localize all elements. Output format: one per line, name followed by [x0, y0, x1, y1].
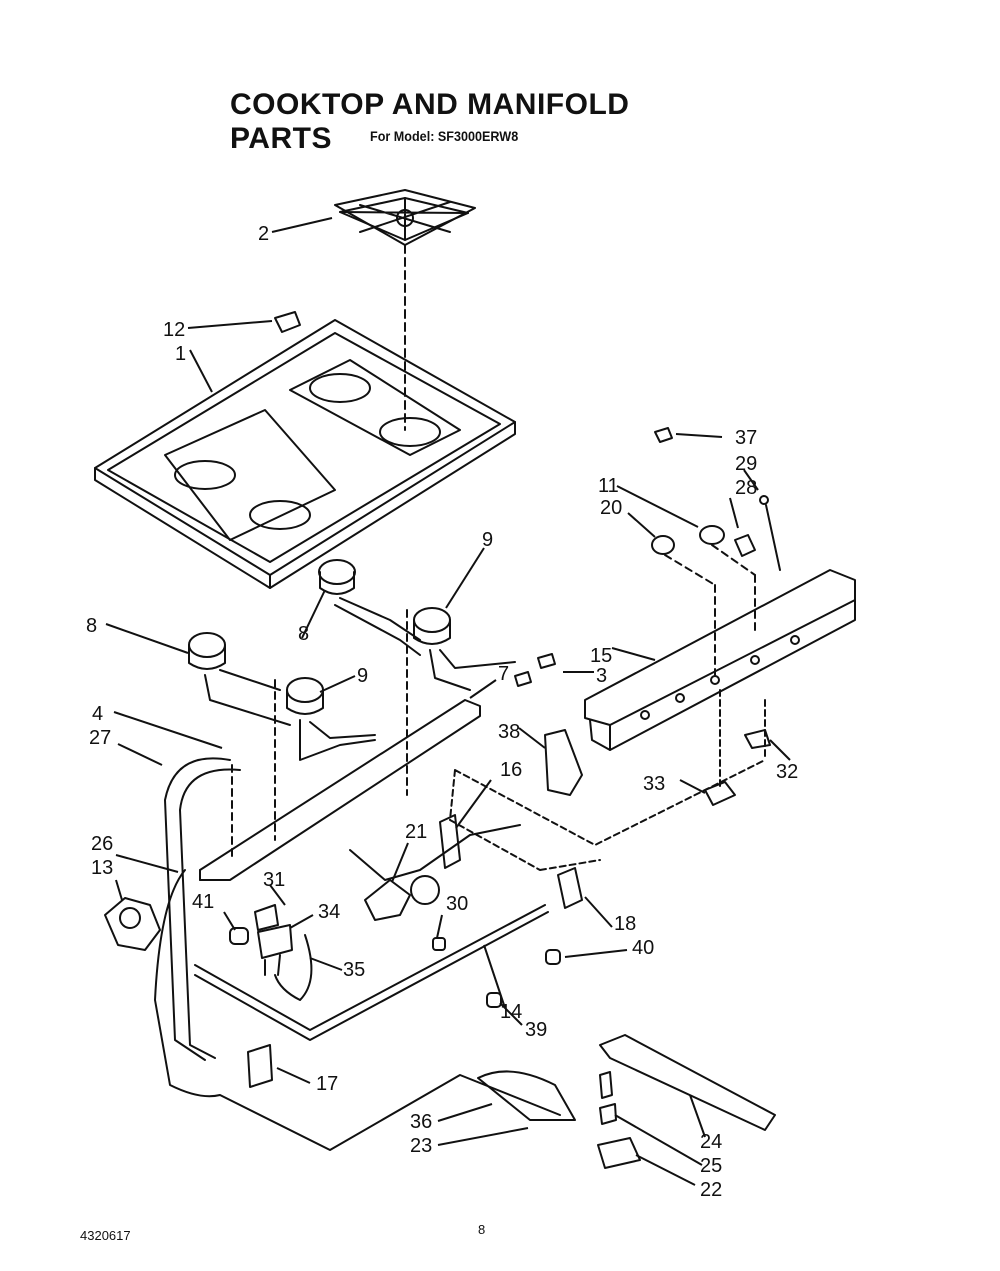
callout-36: 36 — [410, 1111, 432, 1133]
manifold-fitting-line — [349, 824, 521, 881]
callout-12: 12 — [163, 319, 185, 341]
bracket-17 — [247, 1044, 273, 1088]
cooktop-bracket — [274, 311, 301, 333]
callout-9-front: 9 — [357, 665, 368, 687]
manifold-outline — [449, 689, 766, 871]
callout-4: 4 — [92, 703, 103, 725]
callout-1: 1 — [175, 343, 186, 365]
fitting-30 — [432, 937, 446, 951]
callout-13: 13 — [91, 857, 113, 879]
callout-3: 3 — [596, 665, 607, 687]
burner-orifices — [514, 653, 556, 687]
callout-35: 35 — [343, 959, 365, 981]
callout-21: 21 — [405, 821, 427, 843]
callout-40: 40 — [632, 937, 654, 959]
model-subtitle: For Model: SF3000ERW8 — [370, 128, 519, 144]
gas-supply-tubing — [154, 757, 561, 1151]
callout-38: 38 — [498, 721, 520, 743]
callout-34: 34 — [318, 901, 340, 923]
control-knob-hardware — [651, 427, 781, 571]
pressure-regulator — [104, 897, 161, 951]
callout-20: 20 — [600, 497, 622, 519]
burner-assembly-rear — [318, 559, 516, 691]
rail-clip — [704, 781, 736, 806]
callout-17: 17 — [316, 1073, 338, 1095]
leader-lines — [105, 217, 791, 1186]
panel-clip — [744, 729, 771, 749]
igniter-module — [254, 904, 313, 1001]
callout-25: 25 — [700, 1155, 722, 1177]
bracket-18 — [557, 867, 583, 909]
callout-30: 30 — [446, 893, 468, 915]
callout-8-front: 8 — [86, 615, 97, 637]
callout-8-rear: 8 — [298, 623, 309, 645]
manifold-bracket — [199, 699, 481, 881]
page-title: COOKTOP AND MANIFOLD PARTS — [230, 88, 630, 155]
callout-24: 24 — [700, 1131, 722, 1153]
callout-27: 27 — [89, 727, 111, 749]
oven-burner-assembly — [477, 1034, 776, 1169]
callout-29: 29 — [735, 453, 757, 475]
callout-23: 23 — [410, 1135, 432, 1157]
fitting-39 — [486, 992, 502, 1008]
callout-32: 32 — [776, 761, 798, 783]
callout-14: 14 — [500, 1001, 522, 1023]
callout-33: 33 — [643, 773, 665, 795]
knob-guide-1 — [664, 554, 716, 586]
callout-15: 15 — [590, 645, 612, 667]
callout-11: 11 — [598, 475, 619, 497]
callout-9-rear: 9 — [482, 529, 493, 551]
burner-grate — [334, 189, 476, 246]
fitting-41 — [229, 927, 249, 945]
callout-16: 16 — [500, 759, 522, 781]
callout-7: 7 — [498, 663, 509, 685]
callout-2: 2 — [258, 223, 269, 245]
callout-26: 26 — [91, 833, 113, 855]
callout-31: 31 — [263, 869, 285, 891]
gas-valve — [364, 814, 461, 921]
page-number: 8 — [478, 1222, 486, 1237]
manifold-pipe — [194, 904, 549, 1041]
callout-22: 22 — [700, 1179, 722, 1201]
callout-28: 28 — [735, 477, 757, 499]
callout-39: 39 — [525, 1019, 547, 1041]
callout-37: 37 — [735, 427, 757, 449]
knob-guide-3 — [711, 544, 756, 576]
burner-assembly-front — [188, 632, 376, 761]
callout-41: 41 — [192, 891, 214, 913]
callout-18: 18 — [614, 913, 636, 935]
fitting-40 — [545, 949, 561, 965]
cooktop-frame — [94, 319, 516, 589]
callout-labels: 2 12 1 37 29 11 28 20 9 8 8 15 3 9 4 7 3… — [86, 223, 798, 1201]
document-number: 4320617 — [80, 1228, 131, 1243]
control-panel-rail — [584, 569, 856, 751]
side-bracket — [544, 729, 583, 796]
